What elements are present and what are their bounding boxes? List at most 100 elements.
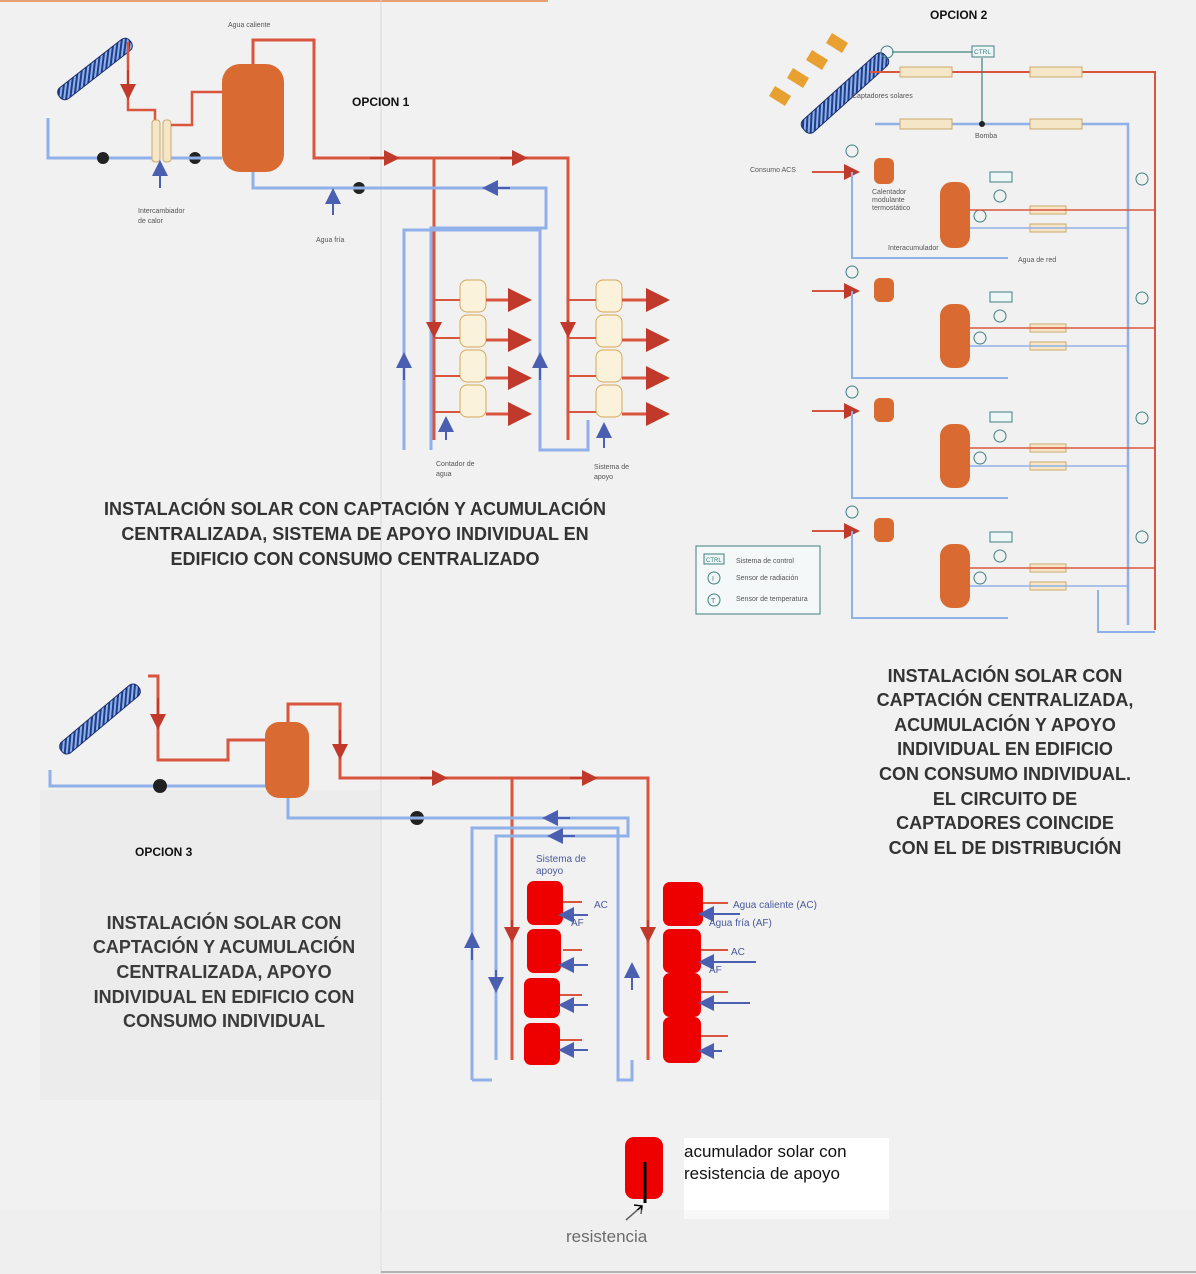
option1-agua-fria-label: Agua fría	[316, 237, 345, 244]
option3-caption-line-5: CONSUMO INDIVIDUAL	[123, 1011, 325, 1031]
option1-contador-label-2: agua	[436, 471, 452, 478]
option3-pump	[153, 779, 167, 793]
option2-caption-line-1: INSTALACIÓN SOLAR CON	[888, 665, 1123, 686]
option3-background-panel	[40, 790, 380, 1100]
option2-calentador-label-3: termostático	[872, 205, 910, 212]
option1-heat-exchanger	[151, 119, 161, 163]
option1-collector-hot-pipe	[126, 42, 157, 122]
legend-text-box	[684, 1138, 889, 1219]
option2-legend: CTRL Sistema de control I Sensor de radi…	[695, 545, 821, 615]
option1-caption-line-1: INSTALACIÓN SOLAR CON CAPTACIÓN Y ACUMUL…	[104, 498, 606, 519]
legend-radiation-symbol: I	[712, 576, 714, 583]
option1-intercambiador-label-1: Intercambiador	[138, 208, 185, 215]
option2-solar-panel	[800, 52, 890, 134]
option3-label: OPCION 3	[135, 845, 193, 859]
option2-pump	[979, 121, 985, 127]
option3-red-tanks-right	[663, 882, 756, 1063]
option3-diagram: Sistema de apoyo AC AF Agua caliente (AC…	[40, 674, 817, 1100]
legend-text-line-2: resistencia de apoyo	[684, 1164, 840, 1183]
red-tank	[524, 978, 560, 1018]
option2-cold-loop	[875, 122, 1130, 625]
option2-ctrl-label: CTRL	[974, 49, 991, 56]
option3-caption-line-1: INSTALACIÓN SOLAR CON	[107, 912, 342, 933]
option3-collector-hot-pipe	[148, 674, 266, 762]
option3-collector-cold-pipe	[48, 770, 266, 788]
sun-rays-icon	[769, 33, 848, 106]
legend-temperature-symbol: T	[711, 598, 716, 605]
option3-sistema-apoyo-label-1: Sistema de	[536, 854, 586, 865]
option2-unit-4	[812, 505, 1155, 619]
option1-intercambiador-label-2: de calor	[138, 218, 164, 225]
resistance-pointer-arrow-icon	[625, 1205, 643, 1221]
option3-main-tank	[265, 722, 309, 798]
option2-caption-line-4: INDIVIDUAL EN EDIFICIO	[897, 739, 1113, 759]
legend-temperature-text: Sensor de temperatura	[736, 596, 808, 603]
option1-diagram: Agua caliente Agua fría Intercambiador d…	[46, 22, 670, 569]
option1-solar-panel	[57, 37, 133, 101]
option2-unit-3	[812, 385, 1155, 499]
red-tank	[663, 882, 703, 926]
option1-agua-caliente-label: Agua caliente	[228, 22, 271, 29]
legend-text-line-1: acumulador solar con	[684, 1142, 847, 1161]
red-tank	[663, 973, 701, 1017]
option2-caption-line-6: EL CIRCUITO DE	[933, 789, 1077, 809]
option3-cold-distribution	[286, 798, 630, 1060]
option2-ctrl-box	[971, 45, 995, 58]
legend-resistencia-label: resistencia	[566, 1227, 648, 1246]
red-tank	[527, 881, 563, 925]
option3-agua-caliente-label: Agua caliente (AC)	[733, 900, 817, 911]
legend-ctrl-text: Sistema de control	[736, 558, 794, 565]
option2-calentador-label-2: modulante	[872, 197, 905, 204]
option2-unit-2	[812, 265, 1155, 379]
option1-cold-distribution	[251, 172, 548, 450]
temperature-sensor-icon	[845, 144, 859, 158]
option1-heaters-left	[434, 279, 532, 426]
option3-red-tanks-left	[524, 881, 588, 1065]
option2-label: OPCION 2	[930, 8, 988, 22]
option2-caption-line-3: ACUMULACIÓN Y APOYO	[894, 714, 1116, 735]
legend-radiation-text: Sensor de radiación	[736, 575, 798, 582]
option3-caption-line-3: CENTRALIZADA, APOYO	[116, 962, 331, 982]
option2-calentador-label-1: Calentador	[872, 189, 907, 196]
top-edge	[0, 0, 548, 2]
option2-consumo-label: Consumo ACS	[750, 167, 796, 174]
option2-radiation-sensor	[880, 45, 894, 59]
legend-ctrl-symbol: CTRL	[706, 558, 722, 564]
red-tank	[524, 1023, 560, 1065]
red-tank	[663, 929, 701, 973]
option2-bomba-label: Bomba	[975, 133, 997, 140]
red-tank	[663, 1017, 701, 1063]
option3-af-label: AF	[571, 918, 584, 929]
resistance-legend: acumulador solar con resistencia de apoy…	[566, 1137, 889, 1246]
option2-unit-1	[812, 144, 1155, 259]
option2-hot-loop	[870, 71, 1156, 630]
option2-caption-line-8: CON EL DE DISTRIBUCIÓN	[889, 837, 1122, 858]
option1-caption-line-2: CENTRALIZADA, SISTEMA DE APOYO INDIVIDUA…	[121, 524, 588, 544]
option2-caption-line-5: CON CONSUMO INDIVIDUAL.	[879, 764, 1131, 784]
option3-caption-line-4: INDIVIDUAL EN EDIFICIO CON	[94, 987, 355, 1007]
option1-pump	[97, 152, 109, 164]
option2-caption-line-7: CAPTADORES COINCIDE	[896, 813, 1114, 833]
option1-main-tank	[222, 64, 284, 172]
option3-ac-label-2: AC	[731, 947, 745, 958]
option3-agua-fria-label: Agua fría (AF)	[709, 918, 772, 929]
option3-sistema-apoyo-label-2: apoyo	[536, 866, 564, 877]
option3-solar-panel	[59, 683, 141, 755]
option1-hot-distribution	[251, 38, 570, 440]
option2-diagram: OPCION 2 CTRL Captadores solares Bomba C…	[695, 8, 1156, 858]
option2-agua-red-label: Agua de red	[1018, 257, 1056, 264]
option2-captadores-label: Captadores solares	[852, 93, 913, 100]
option1-sistema-apoyo-label-1: Sistema de	[594, 464, 629, 471]
option1-contador-label-1: Contador de	[436, 461, 475, 468]
option3-ac-label: AC	[594, 900, 608, 911]
option3-af-label-2: AF	[709, 965, 722, 976]
option2-interacumulador-label: Interacumulador	[888, 245, 939, 252]
option1-label: OPCION 1	[352, 95, 410, 109]
red-tank	[527, 929, 561, 973]
option1-heaters-right	[568, 279, 670, 426]
option1-collector-cold-pipe	[46, 118, 158, 160]
option1-caption-line-3: EDIFICIO CON CONSUMO CENTRALIZADO	[171, 549, 540, 569]
option1-sistema-apoyo-label-2: apoyo	[594, 474, 613, 481]
option3-caption-line-2: CAPTACIÓN Y ACUMULACIÓN	[93, 936, 355, 957]
